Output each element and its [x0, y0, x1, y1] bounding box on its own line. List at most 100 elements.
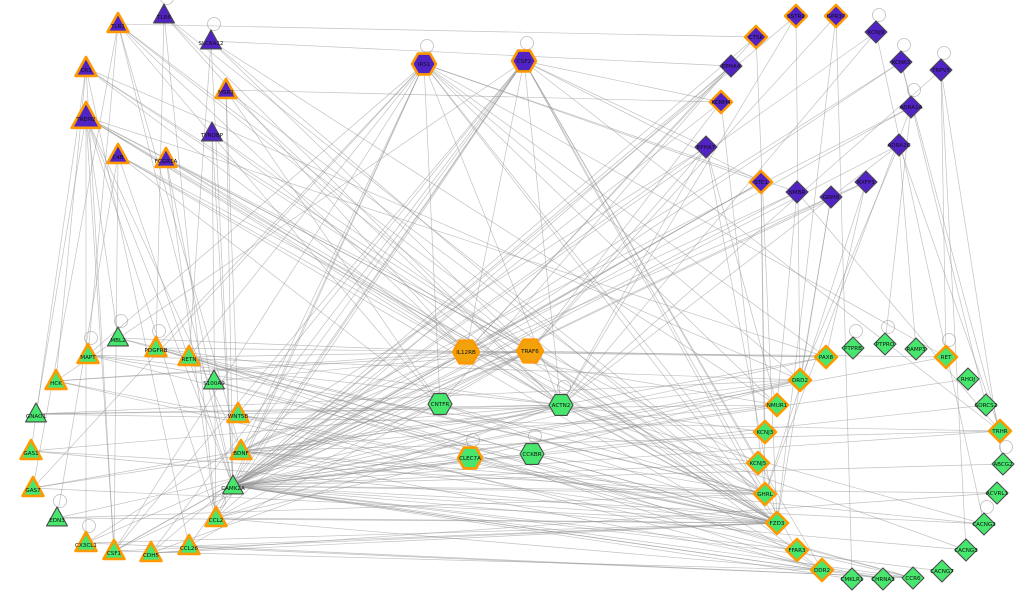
edge — [529, 350, 827, 358]
node-KCNJ5[interactable] — [745, 450, 771, 476]
edge — [240, 379, 801, 452]
node-WNT5B[interactable] — [226, 401, 250, 424]
node-DDR2[interactable] — [809, 557, 835, 583]
node-BDNF[interactable] — [229, 438, 253, 461]
node-EPHA7[interactable] — [694, 135, 718, 159]
node-RXFP1[interactable] — [854, 170, 878, 194]
node-SORCS2[interactable] — [974, 393, 998, 417]
node-KCNK3[interactable] — [889, 50, 913, 74]
node-CACNG3[interactable] — [954, 538, 978, 562]
node-GAS7[interactable] — [21, 475, 45, 498]
edge — [875, 31, 985, 525]
node-IL12RB[interactable] — [451, 339, 481, 365]
edge — [210, 40, 531, 352]
node-ABCG2[interactable] — [991, 452, 1015, 476]
node-KCNJ9[interactable] — [864, 20, 888, 44]
node-DRD2[interactable] — [787, 367, 813, 393]
node-HCK[interactable] — [44, 368, 68, 391]
node-GAS1[interactable] — [19, 438, 43, 461]
node-ADRA2C[interactable] — [887, 133, 911, 157]
node-CDH5[interactable] — [139, 540, 163, 563]
node-NMBR[interactable] — [785, 180, 809, 204]
node-KCNJ3[interactable] — [752, 419, 778, 445]
self-loop-edge — [82, 519, 96, 533]
self-loops-layer — [53, 0, 1013, 533]
node-CACNG7[interactable] — [930, 559, 954, 583]
node-MAPT[interactable] — [76, 342, 100, 365]
node-EDN3[interactable] — [45, 506, 68, 527]
node-TRHR[interactable] — [987, 418, 1013, 444]
edge — [87, 23, 119, 356]
node-TYROBP[interactable] — [201, 121, 223, 142]
node-CSF1[interactable] — [102, 538, 126, 561]
node-PTPRB[interactable] — [841, 336, 865, 360]
edge — [825, 181, 867, 358]
node-PTPRO[interactable] — [873, 332, 897, 356]
node-RHOJ[interactable] — [956, 367, 980, 391]
edge — [85, 116, 759, 464]
edge — [523, 60, 707, 148]
node-CTSK[interactable] — [743, 24, 769, 50]
node-ACTN2[interactable] — [548, 394, 574, 416]
node-KCNH4[interactable] — [708, 89, 734, 115]
node-PAX8[interactable] — [813, 344, 839, 370]
edge — [85, 67, 190, 547]
node-CHRNA3[interactable] — [871, 567, 895, 591]
edge — [85, 116, 467, 353]
node-TLR6[interactable] — [153, 3, 175, 24]
node-STC1[interactable] — [748, 169, 774, 195]
node-GHRL[interactable] — [752, 481, 778, 507]
node-CCL26[interactable] — [177, 533, 201, 556]
node-FFAR3[interactable] — [784, 537, 810, 563]
node-GPR37[interactable] — [823, 3, 849, 29]
node-C4B[interactable] — [106, 142, 130, 165]
edge — [232, 60, 525, 487]
node-CNTFR[interactable] — [427, 393, 453, 415]
node-FCGR1A[interactable] — [154, 146, 178, 169]
self-loop-edge — [881, 320, 895, 334]
edge — [211, 132, 778, 524]
edge — [776, 191, 798, 406]
edge — [117, 154, 441, 405]
edge — [85, 146, 707, 544]
node-ACVRL1[interactable] — [985, 481, 1009, 505]
node-CCL2[interactable] — [204, 505, 228, 528]
node-CACNG2[interactable] — [972, 512, 996, 536]
node-FZD3[interactable] — [764, 510, 790, 536]
node-PDGFRB[interactable] — [144, 335, 168, 358]
node-SLC6A12[interactable] — [200, 29, 222, 50]
node-MSR1[interactable] — [214, 77, 238, 100]
node-CCR6[interactable] — [901, 566, 925, 590]
node-SSTR2[interactable] — [783, 3, 809, 29]
node-RETN[interactable] — [177, 344, 201, 367]
node-TRAF6[interactable] — [515, 338, 545, 364]
node-ADRA1A[interactable] — [899, 95, 923, 119]
self-loop-edge — [937, 46, 951, 60]
node-GRM8[interactable] — [819, 185, 843, 209]
node-S100A9[interactable] — [203, 369, 225, 390]
node-CAMK2A[interactable] — [222, 474, 244, 495]
node-CR1[interactable] — [74, 55, 98, 78]
node-MBL2[interactable] — [107, 326, 129, 347]
edge — [232, 485, 985, 525]
edge — [799, 144, 900, 381]
node-RAMP3[interactable] — [904, 337, 928, 361]
node-IRS1[interactable] — [410, 52, 438, 76]
node-CX3CL1[interactable] — [74, 530, 98, 553]
edge — [232, 463, 1004, 487]
node-CSF2[interactable] — [510, 49, 538, 73]
edge — [155, 347, 947, 358]
edge — [85, 116, 119, 339]
node-TRPV5[interactable] — [929, 58, 953, 82]
node-NMUR1[interactable] — [764, 392, 790, 418]
node-TREM2[interactable] — [70, 100, 102, 130]
node-CLEC7A[interactable] — [456, 446, 484, 470]
node-CMKLR1[interactable] — [840, 567, 864, 591]
node-TLR1[interactable] — [106, 11, 130, 34]
node-RET[interactable] — [933, 344, 959, 370]
node-GNAO1[interactable] — [24, 402, 48, 423]
node-EPHA4[interactable] — [719, 54, 743, 78]
edge — [113, 351, 467, 552]
node-CCKBR[interactable] — [519, 443, 545, 465]
